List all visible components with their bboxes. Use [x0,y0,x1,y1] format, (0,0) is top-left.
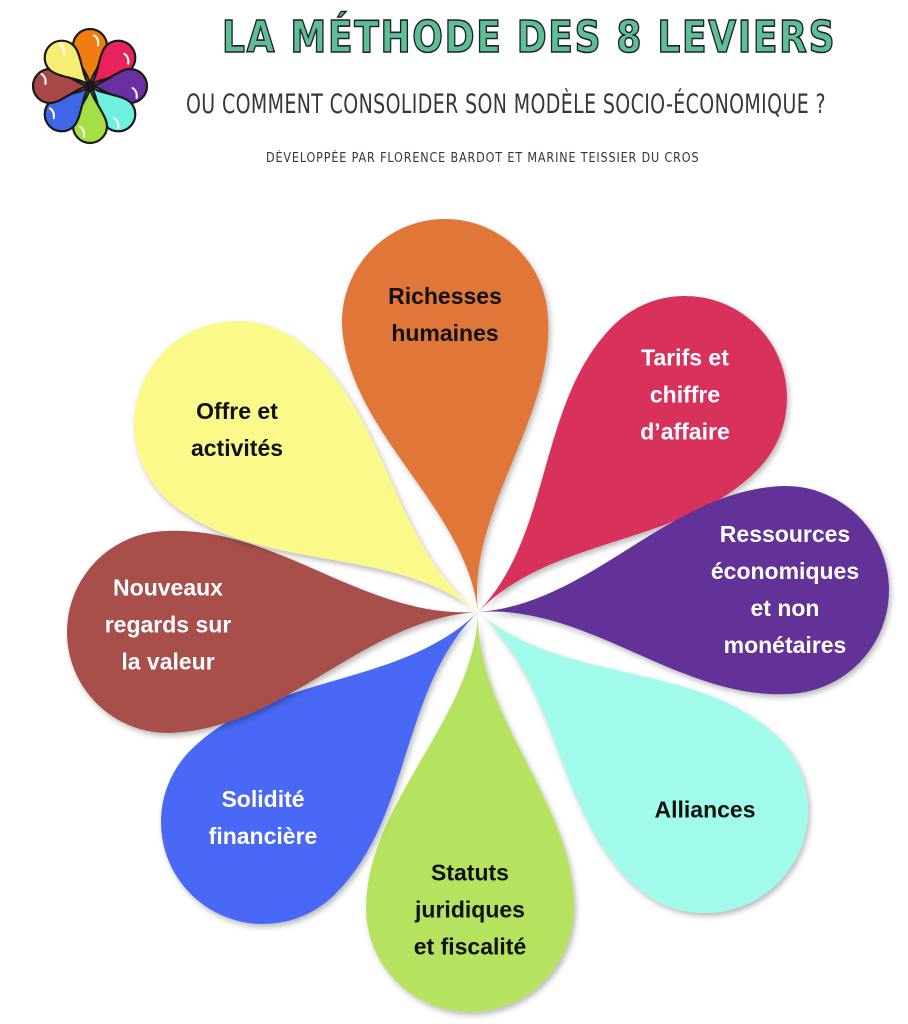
petal-richesses-humaines [342,219,549,612]
credits: DÉVELOPPÉE PAR FLORENCE BARDOT ET MARINE… [266,151,700,166]
petal-label-tarifs-chiffre-affaire: Tarifs et chiffre d’affaire [640,344,730,445]
petal-label-nouveaux-regards: Nouveaux regards sur la valeur [104,574,232,675]
petal-statuts-juridiques [366,612,575,1013]
petal-ressources-economiques [478,486,890,695]
page-subtitle: OU COMMENT CONSOLIDER SON MODÈLE SOCIO-É… [186,89,826,120]
logo-flower-icon [31,27,149,145]
petal-solidite-financiere [160,612,478,925]
petal-label-ressources-economiques: Ressources économiques et non monétaires [710,521,860,658]
petal-label-richesses-humaines: Richesses humaines [388,283,502,346]
petal-offre-activites [134,320,479,612]
petal-label-offre-activites: Offre et activités [190,398,284,461]
petal-alliances [478,612,809,914]
logo-drop-icon [43,39,91,87]
petal-label-solidite-financiere: Solidité financière [208,786,318,849]
petal-nouveaux-regards [67,530,478,733]
petal-tarifs-chiffre-affaire [478,296,787,612]
petal-label-statuts-juridiques: Statuts juridiques et fiscalité [413,859,527,960]
petal-label-alliances: Alliances [654,796,756,823]
